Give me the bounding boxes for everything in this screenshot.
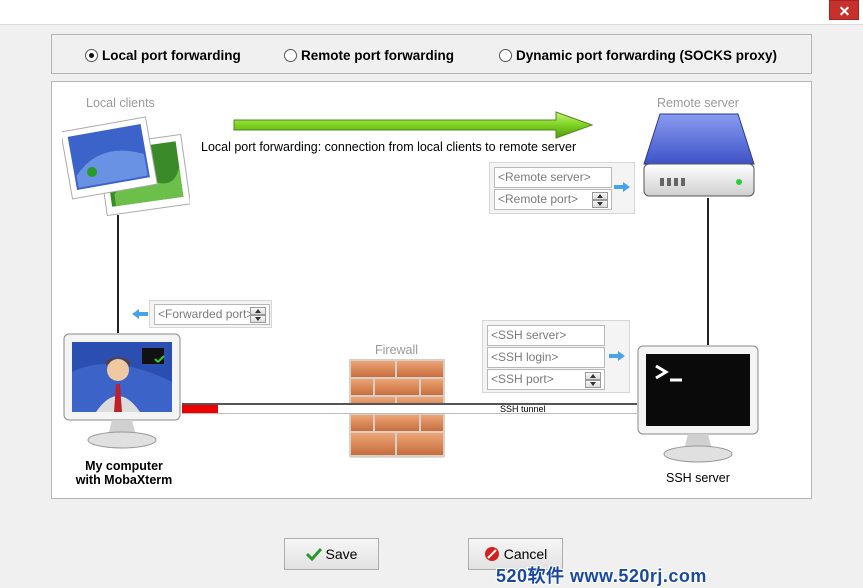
forwarding-diagram: Local clients Remote server Local port f…	[51, 81, 812, 499]
my-computer-line2: with MobaXterm	[75, 473, 173, 487]
radio-label: Local port forwarding	[102, 48, 241, 63]
forwarded-port-input[interactable]: <Forwarded port>	[154, 304, 270, 325]
cancel-button-label: Cancel	[503, 546, 548, 562]
save-button-label: Save	[325, 546, 358, 562]
ssh-server-input[interactable]: <SSH server>	[487, 325, 605, 346]
firewall-label: Firewall	[375, 343, 419, 357]
remote-server-connector	[707, 198, 709, 345]
forwarding-arrow-icon	[233, 111, 594, 139]
local-clients-icon	[62, 116, 190, 216]
remote-port-up-button[interactable]	[592, 192, 608, 200]
radio-dot	[499, 49, 512, 62]
radio-label: Remote port forwarding	[301, 48, 455, 63]
local-clients-connector	[117, 215, 119, 333]
remote-fields-group: <Remote server> <Remote port>	[489, 162, 635, 214]
forwarding-mode-group: Local port forwarding Remote port forwar…	[51, 34, 812, 74]
ssh-port-input[interactable]: <SSH port>	[487, 369, 605, 390]
ssh-tunnel-label: SSH tunnel	[500, 404, 546, 414]
my-computer-icon	[63, 333, 181, 449]
arrow-right-icon	[609, 351, 625, 361]
my-computer-label: My computer with MobaXterm	[60, 459, 188, 487]
forwarded-port-group: <Forwarded port>	[149, 300, 272, 328]
save-button[interactable]: Save	[284, 538, 379, 570]
ssh-fields-group: <SSH server> <SSH login> <SSH port>	[482, 320, 630, 393]
title-bar	[0, 0, 863, 25]
arrow-left-icon	[132, 309, 148, 319]
ssh-port-up-button[interactable]	[585, 372, 601, 380]
ssh-server-icon	[637, 345, 759, 463]
my-computer-line1: My computer	[85, 459, 163, 473]
remote-port-down-button[interactable]	[592, 200, 608, 208]
ssh-tunnel-bar: SSH tunnel	[182, 403, 637, 414]
cancel-button[interactable]: Cancel	[468, 538, 563, 570]
remote-server-input[interactable]: <Remote server>	[494, 167, 612, 188]
checkmark-icon	[305, 547, 322, 561]
forwarding-description: Local port forwarding: connection from l…	[201, 140, 577, 154]
remote-port-input[interactable]: <Remote port>	[494, 189, 612, 210]
radio-dynamic-port-forwarding[interactable]: Dynamic port forwarding (SOCKS proxy)	[499, 48, 777, 63]
radio-dot	[85, 49, 98, 62]
radio-label: Dynamic port forwarding (SOCKS proxy)	[516, 48, 778, 63]
arrow-right-icon	[614, 182, 630, 192]
local-clients-label: Local clients	[86, 96, 155, 110]
forwarded-port-up-button[interactable]	[250, 307, 266, 315]
forwarded-port-down-button[interactable]	[250, 315, 266, 323]
remote-server-label: Remote server	[657, 96, 739, 110]
radio-dot	[284, 49, 297, 62]
watermark-text: 520软件 www.520rj.com	[496, 566, 707, 586]
radio-local-port-forwarding[interactable]: Local port forwarding	[85, 48, 241, 63]
ssh-server-label: SSH server	[666, 471, 730, 485]
remote-server-icon	[643, 113, 755, 197]
radio-remote-port-forwarding[interactable]: Remote port forwarding	[284, 48, 454, 63]
close-button[interactable]	[829, 0, 859, 20]
cancel-icon	[484, 547, 499, 561]
ssh-login-input[interactable]: <SSH login>	[487, 347, 605, 368]
ssh-port-down-button[interactable]	[585, 380, 601, 388]
tunnel-start-marker	[182, 405, 218, 413]
